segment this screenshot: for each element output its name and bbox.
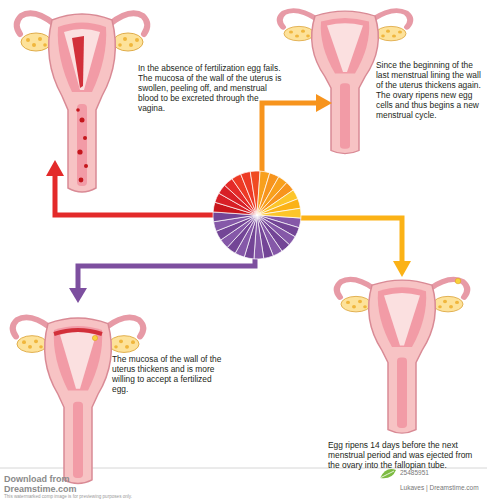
description-text: In the absence of fertilization egg fail… <box>138 63 283 113</box>
cycle-wheel <box>213 171 301 259</box>
arrow-line <box>55 174 214 215</box>
watermark-text: 25485951 <box>400 469 480 477</box>
description-text: The mucosa of the wall of the uterus thi… <box>112 354 224 394</box>
arrow-head <box>69 288 87 303</box>
fertilized-egg <box>92 335 97 340</box>
text-panel: The mucosa of the wall of the uterus thi… <box>112 354 224 394</box>
uterus-illustration <box>13 317 144 483</box>
watermark-text: This watermarked comp image is for previ… <box>4 494 224 499</box>
arrow-head <box>316 94 332 112</box>
description-text: Since the beginning of the last menstrua… <box>376 60 484 120</box>
text-panel: Since the beginning of the last menstrua… <box>376 60 484 120</box>
leaf-vein <box>380 471 394 478</box>
released-egg <box>455 278 461 284</box>
watermark-text: Download from Dreamstime.com <box>4 474 70 494</box>
uterus-illustration <box>17 13 148 192</box>
uterus-illustration <box>337 279 468 433</box>
arrow-head <box>46 160 64 176</box>
cycle-arrows <box>46 94 411 303</box>
text-panel: In the absence of fertilization egg fail… <box>138 63 283 113</box>
thick-lining <box>54 330 102 334</box>
wheel-slice <box>257 208 301 218</box>
watermark-logo <box>380 469 396 478</box>
arrow-line <box>78 258 255 290</box>
description-text: Egg ripens 14 days before the next menst… <box>328 440 484 470</box>
leaf-logo <box>380 469 396 478</box>
watermark-text: Lukaves | Dreamstime.com <box>400 484 485 492</box>
arrow-line <box>300 218 402 263</box>
arrow-line <box>262 103 318 172</box>
menstrual-blood <box>72 36 88 182</box>
arrow-head <box>393 261 411 277</box>
text-panel: Egg ripens 14 days before the next menst… <box>328 440 484 470</box>
